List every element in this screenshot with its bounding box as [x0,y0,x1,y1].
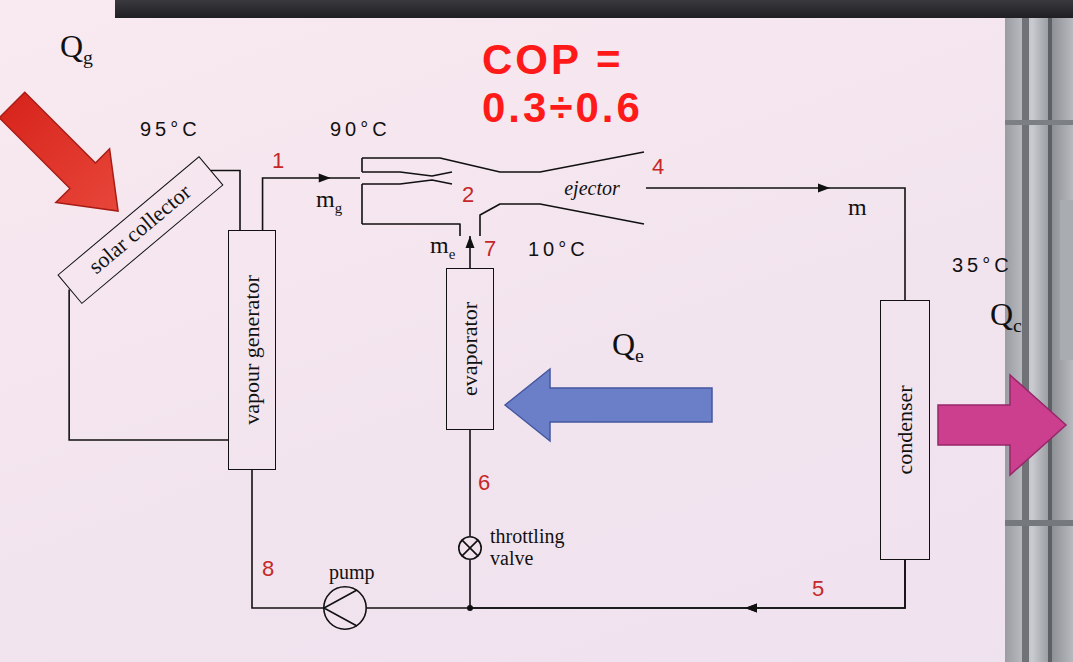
temperature-label: 95°C [140,118,201,141]
node-label: solar collector [74,171,205,287]
heat-reject-arrow [938,375,1066,475]
pipe-connector [263,178,360,230]
arrowhead [818,184,830,193]
arrowhead [319,174,331,183]
pipe-connector [469,430,471,536]
state-number: 6 [478,470,490,496]
mass-flow-label: mg [316,186,342,213]
state-number: 2 [462,182,474,208]
pump-outline [323,586,367,630]
generator-box: vapour generator [228,230,276,470]
node-label: pump [329,561,375,583]
heat-input-arrow [0,78,145,238]
mass-flow-label: m [848,194,867,221]
state-number: 8 [262,556,274,582]
pipe-connector [367,560,905,608]
temperature-label: 10°C [528,238,589,261]
valve-symbol: throttling valve [458,536,482,560]
condenser-box: condenser [880,300,930,560]
node-label: condenser [893,385,917,474]
cop-value: COP = 0.3÷0.6 [482,36,692,133]
temperature-label: 90°C [330,118,391,141]
temperature-label: 35°C [952,254,1013,277]
state-number: 5 [812,576,824,602]
node-label: evaporator [458,302,482,396]
heat-label: Qc [990,296,1022,333]
heat-extract-arrow [505,369,712,441]
evaporator-box: evaporator [446,268,494,430]
mass-flow-label: me [430,232,455,259]
ejector-body: ejector [360,148,646,236]
node-label: ejector [564,177,620,199]
node-label: vapour generator [240,275,264,425]
pump-symbol: pump [323,586,367,630]
pipe-connector [252,470,323,608]
pipe-connector [470,560,905,608]
heat-label: Qg [60,28,93,65]
state-number: 4 [652,154,664,180]
state-number: 1 [272,148,284,174]
arrowhead [466,236,475,248]
top-bar [115,0,1073,18]
pipe-connector [646,188,905,300]
arrowhead [745,604,757,613]
state-number: 7 [484,236,496,262]
pipe-connector [69,171,240,440]
arrowhead [745,604,757,613]
junction-dot [467,605,473,611]
valve-outline [458,536,482,560]
node-label: throttling valve [490,525,585,569]
lab-photo-strip [1005,18,1073,662]
heat-label: Qe [612,326,644,363]
solar-collector: solar collector [57,156,223,304]
